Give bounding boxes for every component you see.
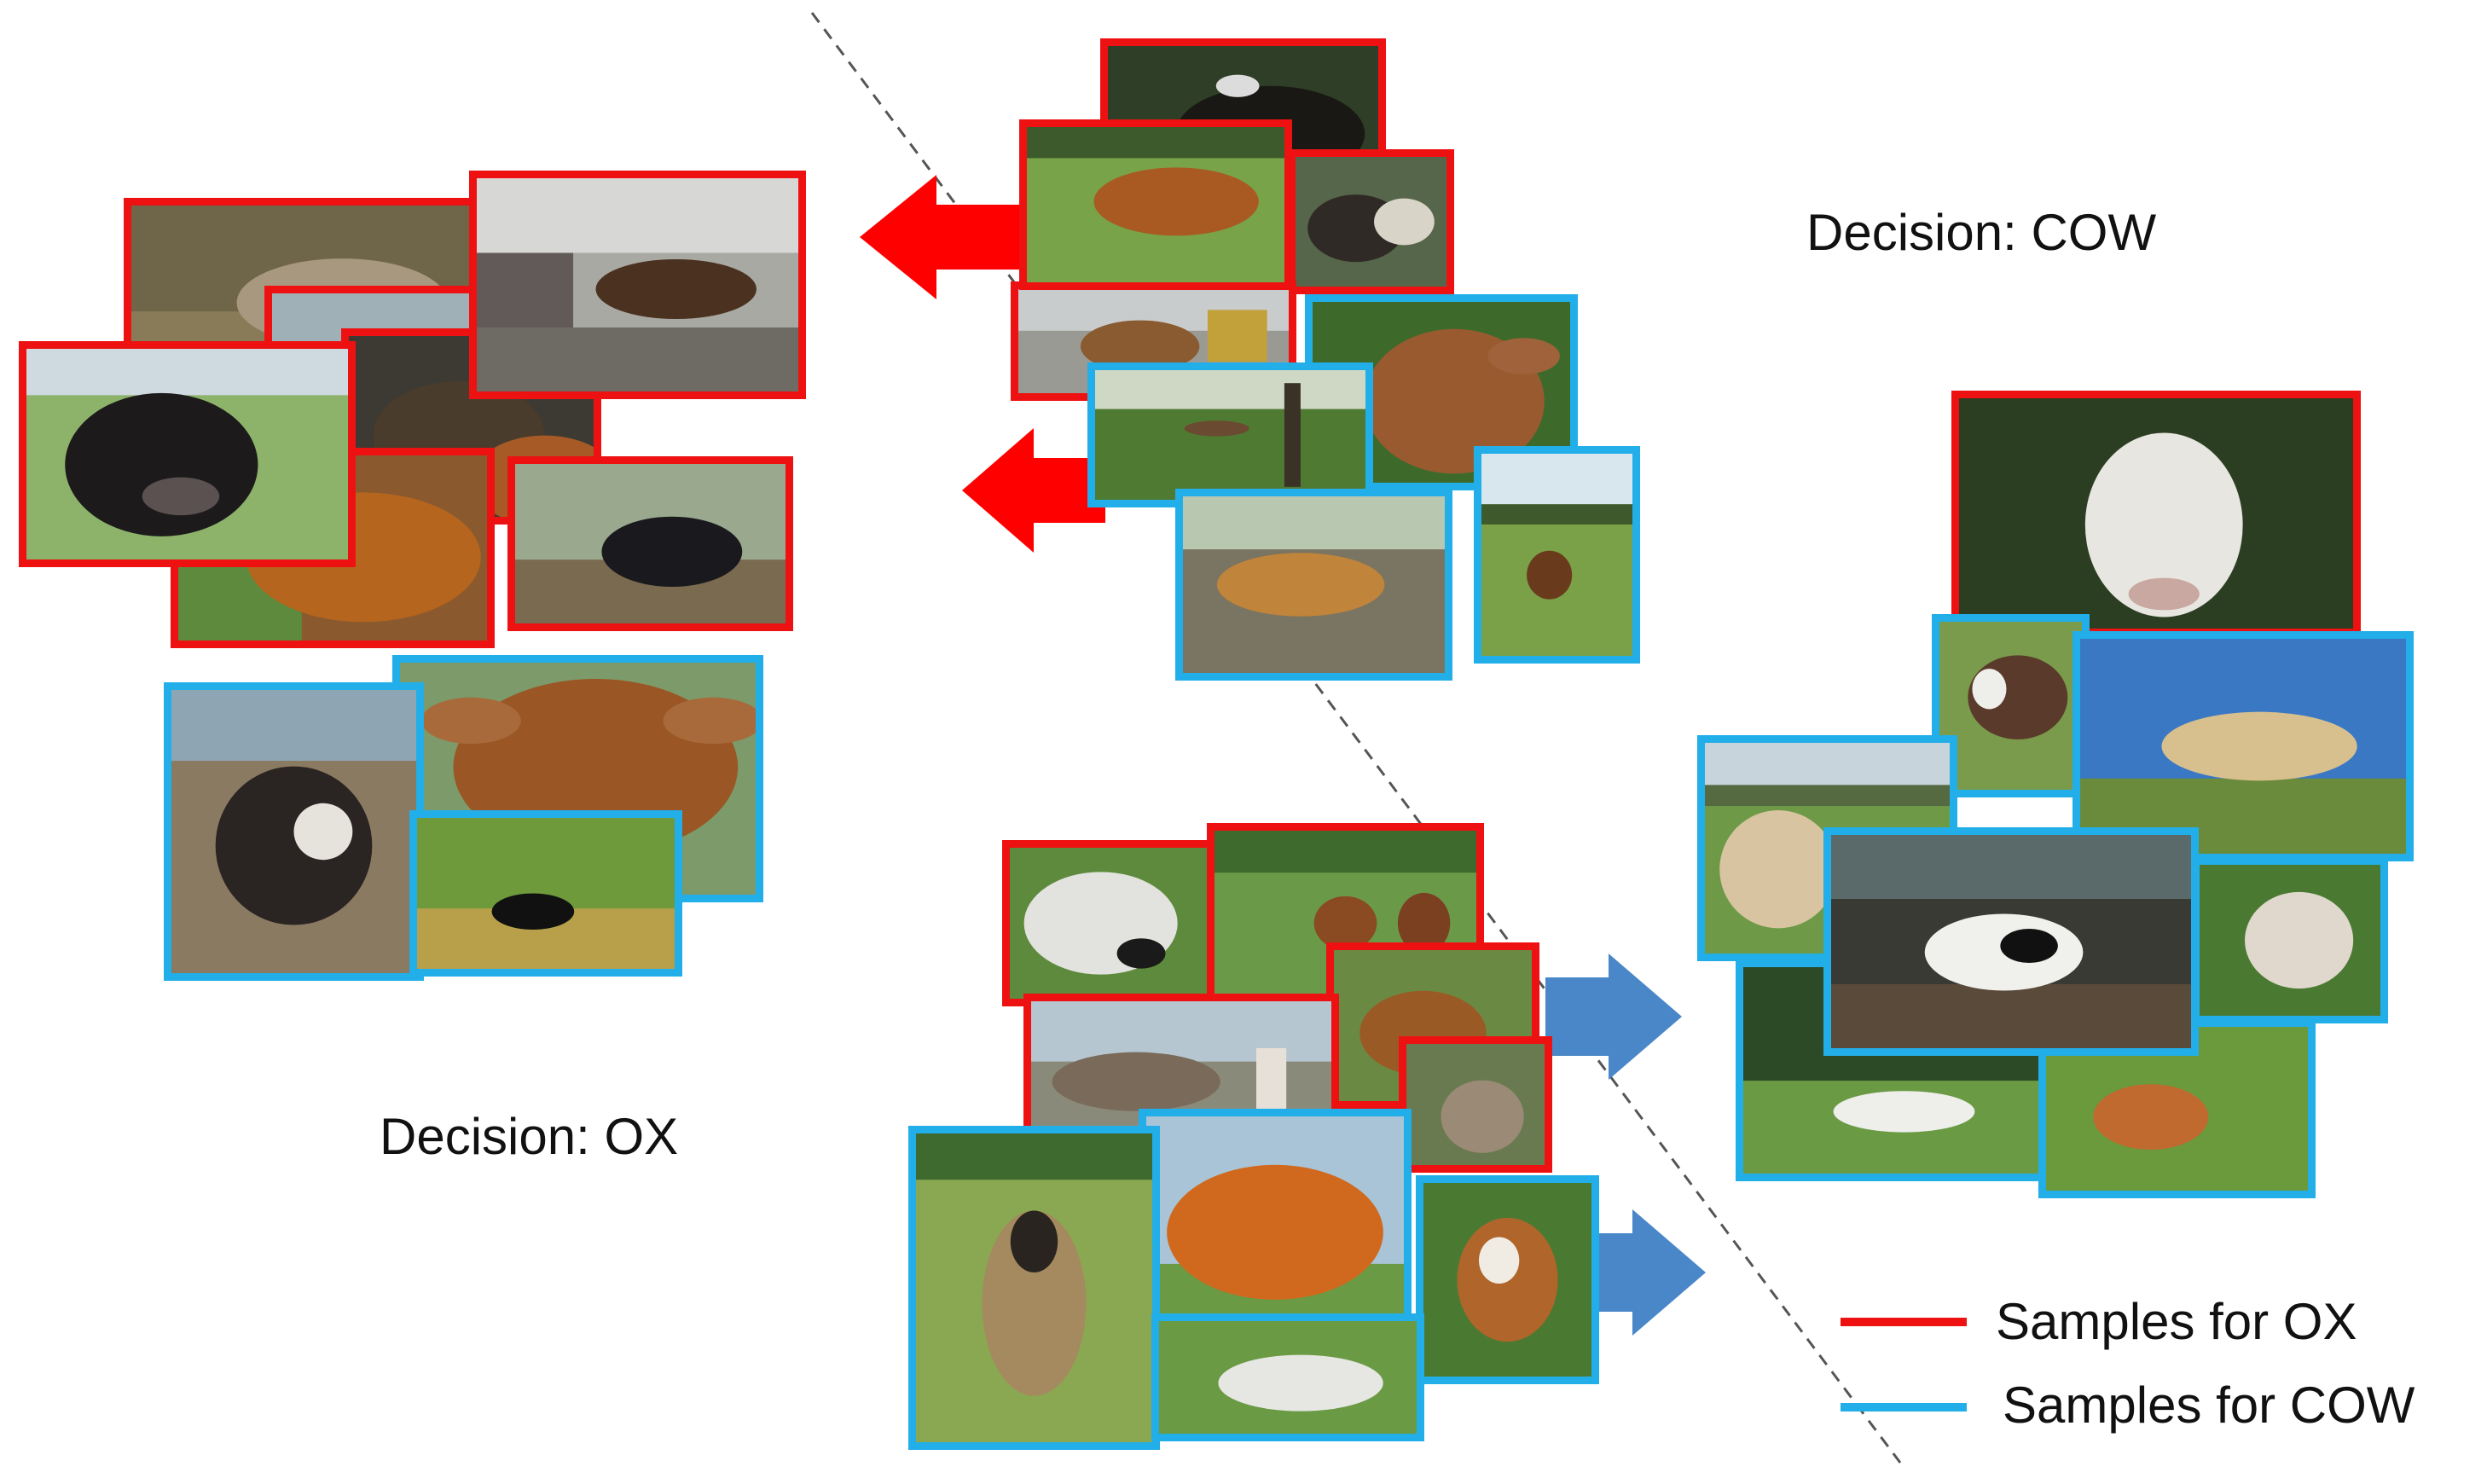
- animal-photo: [171, 690, 416, 973]
- cow-sample-image: [2072, 631, 2414, 861]
- ox-sample-image: [1011, 281, 1296, 401]
- legend-cow-label: Samples for COW: [2003, 1377, 2415, 1434]
- animal-photo: [1406, 1044, 1545, 1165]
- animal-photo: [417, 818, 675, 969]
- cow-sample-image: [1474, 446, 1640, 664]
- cow-sample-image: [1087, 362, 1373, 507]
- ox-sample-image: [469, 171, 806, 399]
- animal-photo: [1481, 454, 1632, 656]
- animal-photo: [2200, 865, 2380, 1016]
- arrow-to-ox-lower: [962, 428, 1105, 553]
- ox-sample-image: [19, 341, 356, 567]
- animal-photo: [1095, 370, 1365, 500]
- cow-sample-image: [1139, 1109, 1412, 1335]
- animal-photo: [1959, 398, 2353, 629]
- animal-photo: [1159, 1321, 1417, 1434]
- animal-photo: [1146, 1116, 1404, 1327]
- decision-cow-label: Decision: COW: [1806, 204, 2157, 261]
- cow-sample-image: [1175, 489, 1452, 681]
- animal-photo: [1423, 1183, 1591, 1377]
- animal-photo: [26, 349, 348, 559]
- animal-photo: [1939, 622, 2082, 790]
- arrow-to-ox-upper: [860, 175, 1023, 299]
- ox-sample-image: [1399, 1036, 1552, 1173]
- animal-photo: [1018, 289, 1289, 393]
- cow-sample-image: [409, 810, 682, 977]
- animal-photo: [1831, 835, 2191, 1048]
- ox-sample-image: [1951, 391, 2361, 636]
- ox-sample-image: [1207, 823, 1484, 1006]
- animal-photo: [1183, 496, 1445, 673]
- ox-sample-image: [1002, 840, 1220, 1006]
- arrow-to-cow-lower: [1595, 1209, 1706, 1336]
- ox-sample-image: [1019, 119, 1292, 290]
- ox-sample-image: [171, 448, 495, 648]
- animal-photo: [1215, 831, 1476, 999]
- animal-photo: [515, 464, 786, 623]
- animal-photo: [477, 178, 798, 391]
- animal-photo: [1010, 848, 1212, 999]
- ox-sample-image: [507, 456, 793, 631]
- animal-photo: [1027, 127, 1284, 282]
- arrow-to-cow-upper: [1545, 954, 1682, 1080]
- animal-photo: [1296, 157, 1446, 287]
- animal-photo: [2080, 639, 2406, 854]
- cow-sample-image: [164, 682, 424, 981]
- legend-cow-swatch: [1841, 1403, 1967, 1412]
- legend-ox-label: Samples for OX: [1996, 1293, 2357, 1350]
- decision-ox-label: Decision: OX: [380, 1108, 679, 1165]
- cow-sample-image: [2192, 857, 2388, 1023]
- cow-sample-image: [1823, 827, 2199, 1056]
- decision-boundary-line: [810, 12, 1902, 1464]
- ox-sample-image: [1288, 149, 1454, 294]
- cow-sample-image: [908, 1126, 1160, 1450]
- animal-photo: [916, 1133, 1152, 1442]
- cow-sample-image: [1151, 1313, 1424, 1441]
- legend-ox-swatch: [1841, 1318, 1967, 1326]
- cow-sample-image: [1416, 1175, 1599, 1384]
